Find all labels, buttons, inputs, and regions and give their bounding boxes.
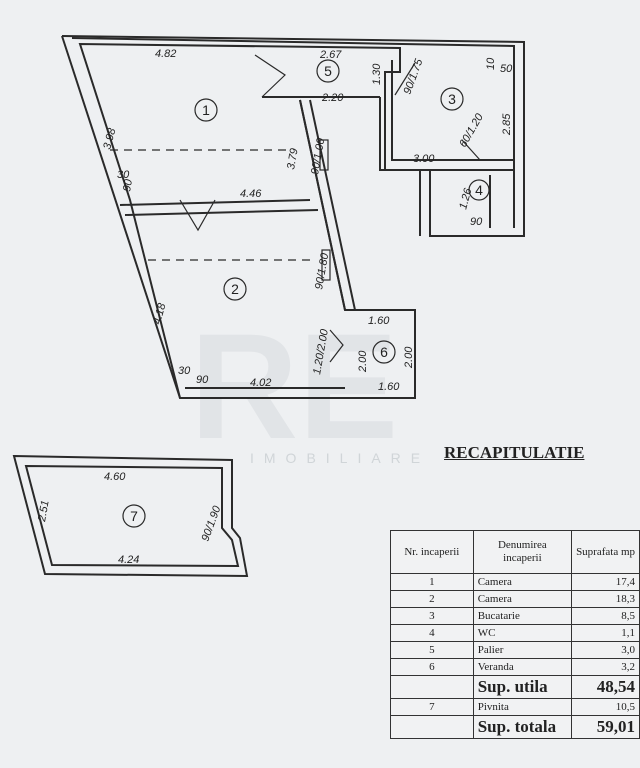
room-number: 4 [475, 182, 483, 198]
cell-area: 3,0 [571, 641, 640, 659]
cell-area: 8,5 [571, 607, 640, 625]
dimension-label: 4.46 [240, 188, 262, 200]
room-number: 6 [380, 344, 388, 360]
door-marker [321, 249, 331, 281]
header-name: Denumirea incaperii [472, 530, 573, 574]
dimension-label: 3.00 [413, 153, 435, 165]
dimension-label: 90/1.75 [402, 57, 426, 96]
cell-name: Camera [472, 590, 573, 608]
cell-nr: 7 [390, 698, 474, 716]
dimension-label: 30 [117, 169, 130, 181]
dimension-label: 4.60 [104, 471, 126, 483]
room-number: 2 [231, 281, 239, 297]
dimension-label: 50 [500, 63, 513, 75]
table-header: Nr. incaperii Denumirea incaperii Supraf… [390, 530, 640, 574]
dimension-label: 2.20 [321, 92, 344, 104]
door-marker [319, 139, 329, 171]
cell-area: 10,5 [571, 698, 640, 716]
dimension-label: 90 [196, 374, 209, 386]
dimension-label: 4.18 [151, 301, 168, 326]
watermark-text: IMOBILIARE [250, 450, 431, 466]
sup-totala-label: Sup. totala [472, 715, 573, 739]
dimension-label: 2.51 [36, 499, 52, 523]
cell-name: Pivnita [472, 698, 573, 716]
dimension-label: 2.67 [319, 49, 342, 61]
cell-name: Bucatarie [472, 607, 573, 625]
sup-utila-value: 48,54 [571, 675, 640, 699]
cell-area: 17,4 [571, 573, 640, 591]
sup-totala-value: 59,01 [571, 715, 640, 739]
dimension-label: 1.60 [378, 381, 400, 393]
cell-name: Camera [472, 573, 573, 591]
dimension-label: 4.82 [155, 48, 176, 60]
dimension-label: 60/1.20 [457, 111, 486, 150]
dimension-label: 90 [470, 216, 483, 228]
dimension-label: 4.24 [118, 554, 139, 566]
dimension-label: 1.60 [368, 315, 390, 327]
dimension-label: 10 [485, 57, 497, 70]
cell-nr: 5 [390, 641, 474, 659]
recap-title: RECAPITULATIE [444, 443, 585, 462]
dimension-label: 90/1.90 [200, 504, 224, 543]
cell-name: Palier [472, 641, 573, 659]
dimension-label: 30 [178, 365, 191, 377]
dimension-label: 1.20/2.00 [311, 327, 331, 375]
dimension-label: 3.79 [285, 147, 301, 170]
room-number: 5 [324, 63, 332, 79]
cell-nr: 4 [390, 624, 474, 642]
dimension-label: 1.30 [371, 63, 383, 85]
cell-area: 1,1 [571, 624, 640, 642]
cell-nr: 3 [390, 607, 474, 625]
dimension-label: 3.98 [101, 126, 118, 151]
dimensions: 4.82 3.98 4.46 3.79 90/1.00 30 90 2.67 2… [36, 48, 513, 566]
dimension-label: 2.85 [501, 113, 513, 136]
dimension-label: 90 [121, 178, 135, 193]
cell-area: 18,3 [571, 590, 640, 608]
dimension-label: 2.00 [403, 346, 415, 369]
room-number: 1 [202, 102, 210, 118]
dimension-label: 90/1.80 [313, 251, 331, 290]
cell-nr: 6 [390, 658, 474, 676]
room-number: 7 [130, 508, 138, 524]
watermark-logo: RE [190, 302, 399, 470]
recap-table: Nr. incaperii Denumirea incaperii Supraf… [390, 530, 640, 739]
dimension-label: 4.02 [250, 377, 271, 389]
cell-area: 3,2 [571, 658, 640, 676]
cell-name: WC [472, 624, 573, 642]
room-number: 3 [448, 91, 456, 107]
header-area: Suprafata mp [571, 530, 640, 574]
dimension-label: 2.00 [357, 350, 369, 373]
cellar-walls [12, 454, 249, 578]
sup-utila-label: Sup. utila [472, 675, 573, 699]
room-numbers: 1 2 3 4 5 6 7 [122, 59, 490, 528]
header-nr: Nr. incaperii [390, 530, 474, 574]
dimension-label: 1.26 [457, 186, 474, 211]
cell-nr: 1 [390, 573, 474, 591]
cell-name: Veranda [472, 658, 573, 676]
cell-nr: 2 [390, 590, 474, 608]
walls [61, 35, 525, 399]
